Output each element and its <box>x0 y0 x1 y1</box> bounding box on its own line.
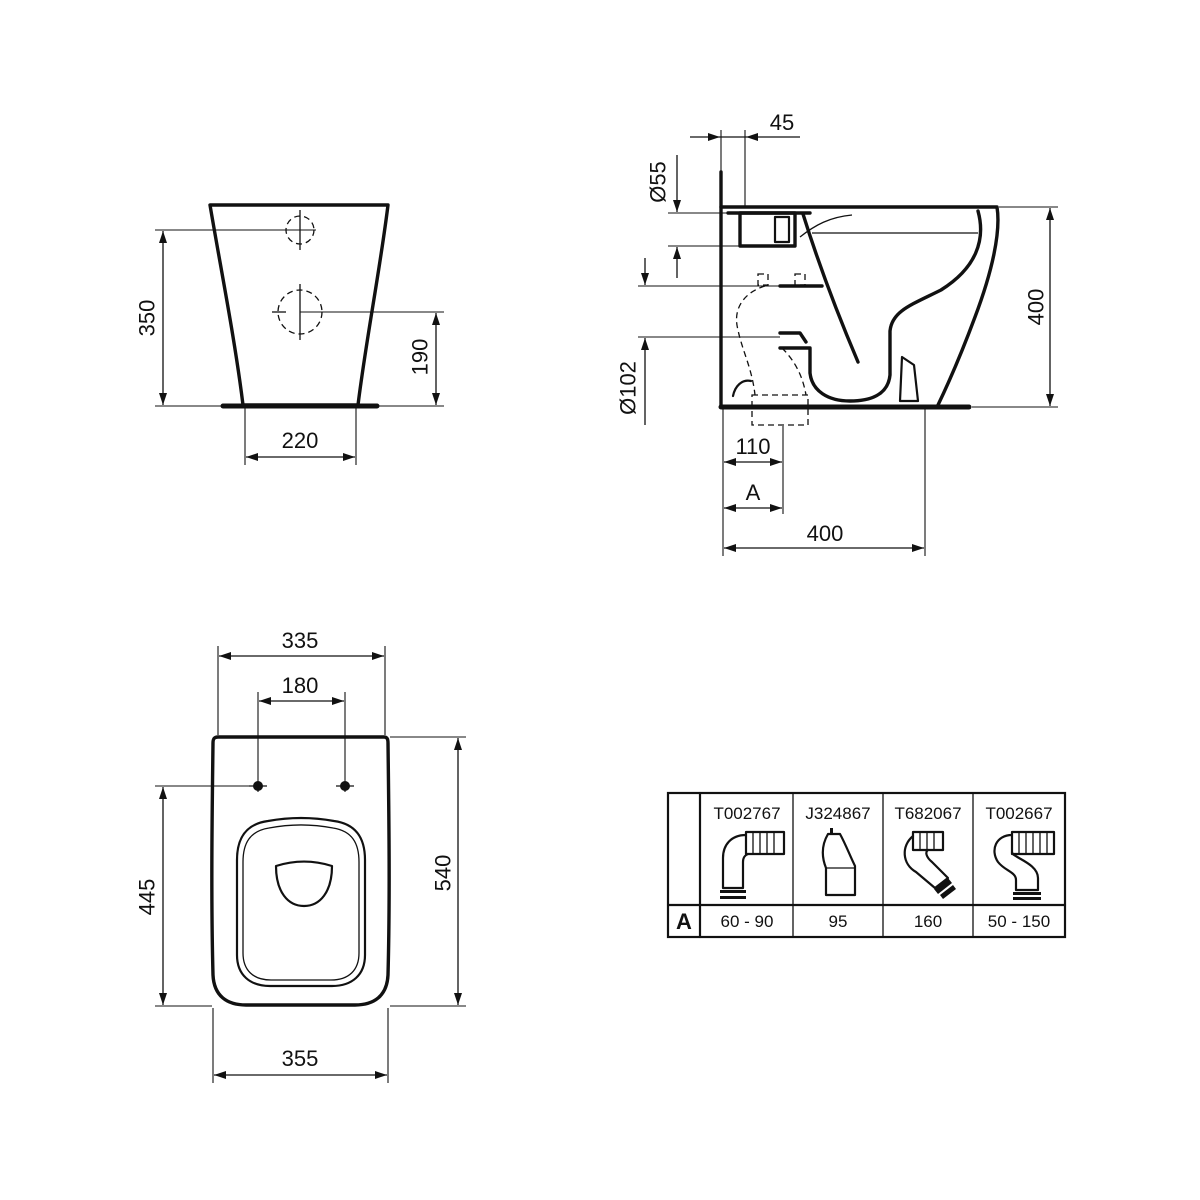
dimension-diameter-55: Ø55 <box>646 155 740 278</box>
dimension-label: 180 <box>282 673 319 698</box>
dimension-190: 190 <box>408 313 440 405</box>
dimension-label: 45 <box>770 110 794 135</box>
dimension-110: 110 <box>724 434 782 466</box>
dimension-A: A <box>724 480 782 512</box>
front-foot <box>898 355 920 403</box>
table-value-cell: 95 <box>829 912 848 931</box>
dimension-label: 335 <box>282 628 319 653</box>
dimension-label: 355 <box>282 1046 319 1071</box>
dimension-label: 400 <box>807 521 844 546</box>
table-row-label: A <box>676 909 692 934</box>
rear-view: 350 190 220 <box>135 203 444 465</box>
table-value-cell: 50 - 150 <box>988 912 1050 931</box>
pan-connector-table: T002767 J324867 T682067 T002667 <box>666 791 1067 939</box>
dimension-label: 400 <box>1024 289 1049 326</box>
dimension-diameter-102: Ø102 <box>616 258 780 425</box>
dimension-label: Ø102 <box>616 361 641 415</box>
dimension-445: 445 <box>135 787 167 1005</box>
table-header-cell: J324867 <box>805 804 870 823</box>
dimension-540: 540 <box>431 738 462 1005</box>
dimension-label: 540 <box>431 855 456 892</box>
dimension-355: 355 <box>214 1046 387 1079</box>
hidden-pan-connector <box>736 273 809 426</box>
top-view-body-outline <box>210 735 391 1007</box>
table-border <box>666 791 1067 939</box>
dimension-400-height: 400 <box>972 206 1058 408</box>
side-view: 45 Ø55 Ø102 400 <box>616 110 1058 556</box>
dimension-400-depth: 400 <box>724 521 924 552</box>
rear-foot <box>731 379 753 398</box>
dimension-label: 220 <box>282 428 319 453</box>
bowl-outer-shell <box>719 205 1000 407</box>
table-value-cell: 160 <box>914 912 942 931</box>
dimension-label: 110 <box>735 434 770 459</box>
dimension-label: 445 <box>135 879 160 916</box>
outlet-bottom <box>778 331 808 344</box>
seat-inner-line <box>242 824 360 981</box>
elbow-pan-connector-icon <box>720 830 786 899</box>
dimension-350: 350 <box>135 231 167 405</box>
dimension-180: 180 <box>259 673 344 705</box>
dimension-label: Ø55 <box>646 161 671 203</box>
rear-view-body-outline <box>208 203 390 407</box>
top-view: 335 180 540 445 355 <box>135 628 466 1083</box>
flush-inlet <box>726 211 812 248</box>
dimension-label: 350 <box>135 300 160 337</box>
table-header-cell: T002767 <box>713 804 780 823</box>
bowl-opening-icon <box>274 860 334 908</box>
table-value-cell: 60 - 90 <box>721 912 774 931</box>
seat-outline <box>235 816 367 988</box>
flush-rim <box>799 214 853 238</box>
dimension-335: 335 <box>219 628 384 660</box>
dimension-220: 220 <box>246 428 355 461</box>
bowl-interior <box>778 209 983 403</box>
table-header-cell: T682067 <box>894 804 961 823</box>
bowl-back-slope <box>801 212 860 364</box>
dimension-label: A <box>746 480 761 505</box>
dimension-label: 190 <box>408 339 433 376</box>
angled-pan-connector-icon <box>903 830 956 899</box>
offset-pan-connector-icon <box>821 828 857 897</box>
s-bend-pan-connector-icon <box>993 830 1056 900</box>
dimension-45: 45 <box>690 110 800 207</box>
table-header-cell: T002667 <box>985 804 1052 823</box>
